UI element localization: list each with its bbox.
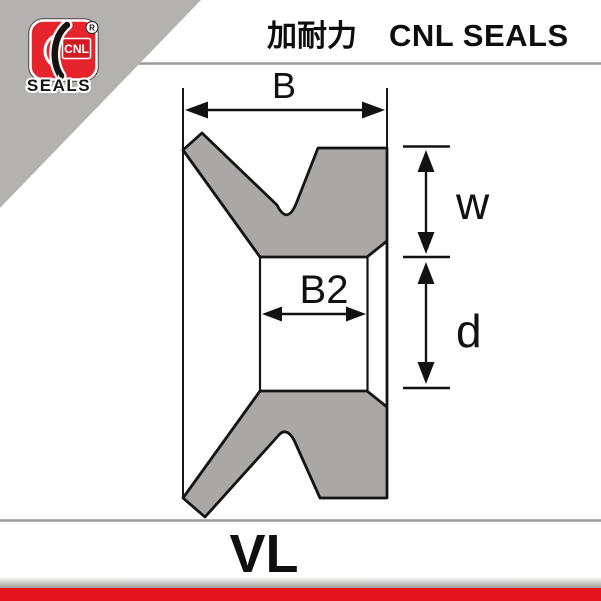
- logo-swoosh-icon: [51, 21, 71, 80]
- dim-b-label: B: [272, 65, 296, 106]
- footer-shadow: [0, 577, 601, 588]
- dim-d-arrow-up-icon: [417, 262, 435, 284]
- dim-b2-arrow-left-icon: [262, 306, 282, 322]
- dim-w-arrow-up-icon: [417, 150, 435, 172]
- logo-cnl-box: [61, 37, 92, 60]
- header-title-cn: 加耐力: [267, 20, 357, 53]
- logo-cnl-text: CNL: [64, 42, 89, 56]
- seal-cross-section-upper: [181, 131, 389, 259]
- dim-d: d: [403, 262, 482, 390]
- seal-cross-section-lower: [181, 389, 389, 519]
- header-title-en: CNL SEALS: [389, 18, 569, 53]
- dim-d-arrow-down-icon: [417, 362, 435, 384]
- dim-w-arrow-down-icon: [417, 232, 435, 254]
- logo-outer-outline: [28, 18, 99, 82]
- brand-logo: CNL R SEALS: [25, 18, 99, 97]
- dim-w-label: w: [455, 177, 490, 229]
- dim-b-arrow-left-icon: [185, 101, 208, 119]
- registered-mark-circle: [85, 20, 99, 35]
- accent-bar: [0, 588, 601, 601]
- registered-mark-letter: R: [89, 24, 95, 33]
- dim-b: B: [185, 65, 385, 119]
- dim-w: w: [403, 145, 490, 259]
- dim-b2-label: B2: [300, 268, 349, 312]
- dim-d-label: d: [456, 305, 482, 357]
- dim-b2-arrow-right-icon: [346, 306, 366, 322]
- dim-b2: B2: [262, 268, 366, 322]
- seal-type-label: VL: [229, 524, 298, 584]
- logo-seals-text: SEALS: [27, 76, 91, 95]
- dim-b-arrow-right-icon: [362, 101, 385, 119]
